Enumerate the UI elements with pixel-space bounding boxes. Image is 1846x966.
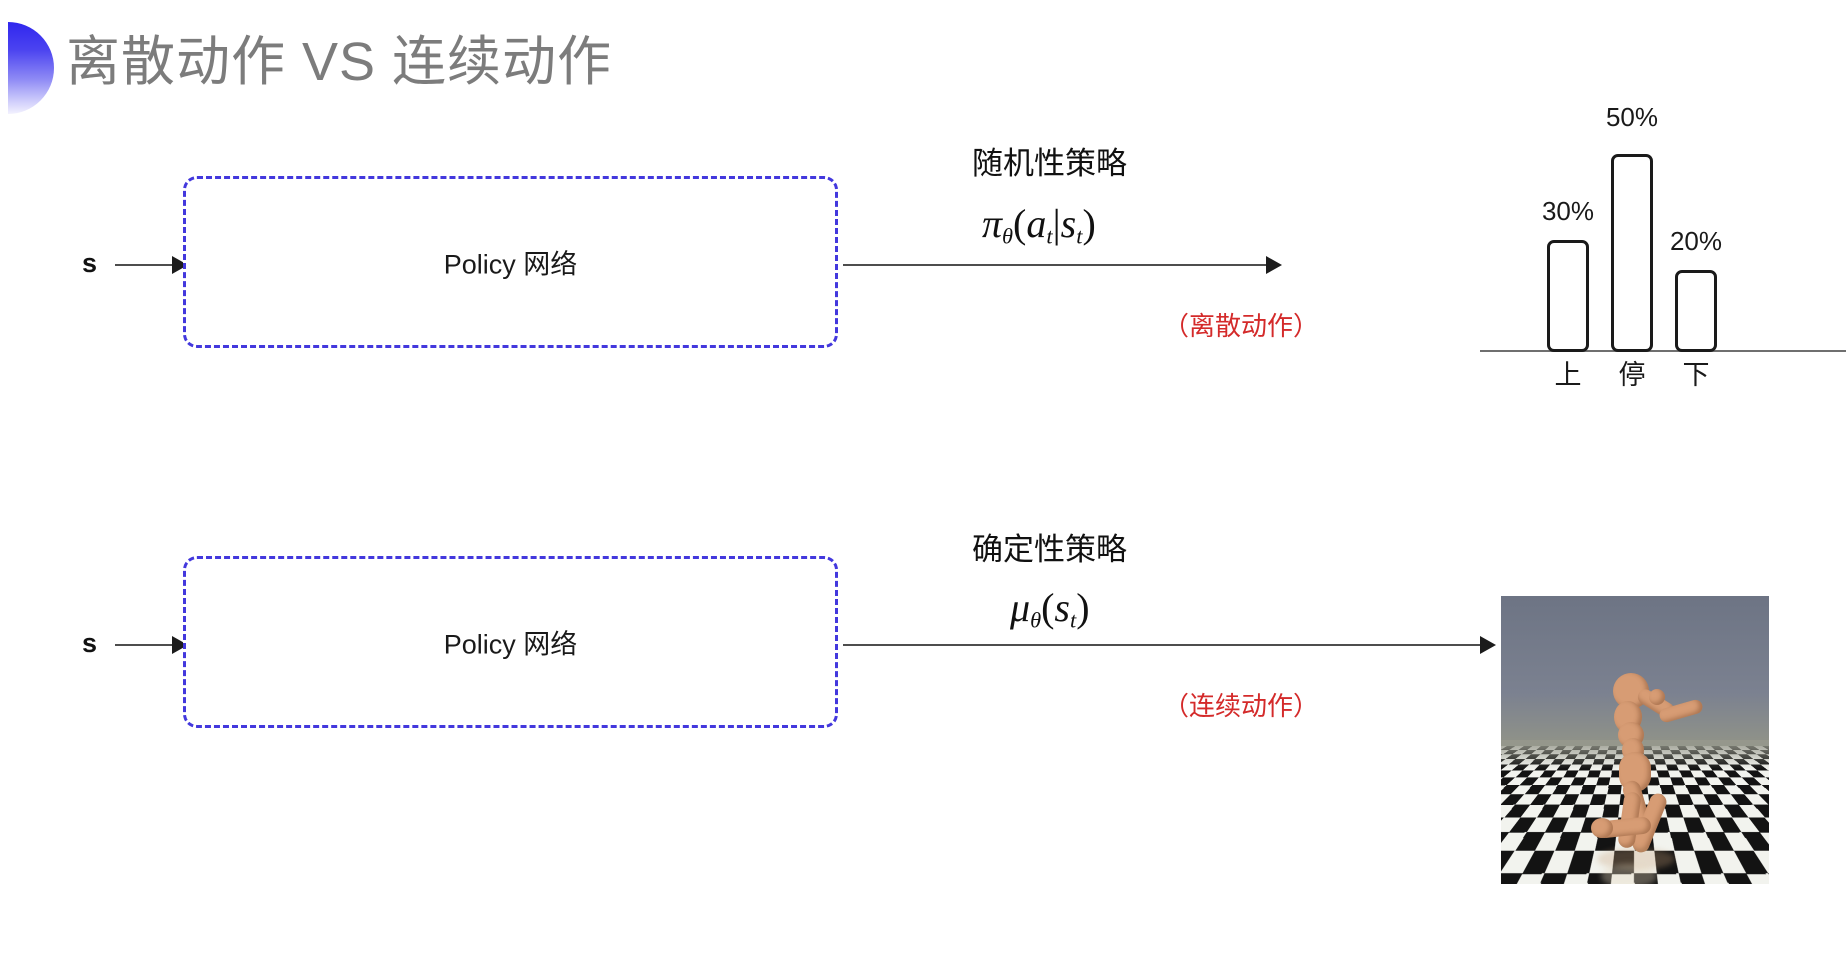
policy-network-box-discrete[interactable]: Policy 网络 xyxy=(183,176,838,348)
bar-tick-down: 下 xyxy=(1652,353,1740,392)
policy-formula-continuous: μθ(st) xyxy=(1010,584,1090,633)
formula-arg2: s xyxy=(1061,201,1077,246)
policy-network-box-continuous[interactable]: Policy 网络 xyxy=(183,556,838,728)
formula-bar: | xyxy=(1053,201,1061,246)
output-arrow-head-continuous xyxy=(1480,636,1496,654)
bar-value-up: 30% xyxy=(1524,196,1612,227)
output-arrow-line-continuous xyxy=(843,644,1488,646)
formula-subscript: θ xyxy=(1002,223,1013,248)
floor-reflection-lower xyxy=(1601,864,1657,884)
policy-title-discrete: 随机性策略 xyxy=(972,138,1127,183)
page-title: 离散动作 VS 连续动作 xyxy=(66,23,612,101)
formula-close-paren: ) xyxy=(1082,201,1095,246)
humanoid-hand xyxy=(1649,689,1665,705)
humanoid-foot xyxy=(1591,818,1613,838)
formula-arg1: a xyxy=(1026,201,1046,246)
policy-formula-discrete: πθ(at|st) xyxy=(982,200,1096,249)
bar-value-stop: 50% xyxy=(1588,102,1676,133)
formula-symbol: π xyxy=(982,201,1002,246)
action-type-note-continuous: （连续动作） xyxy=(1163,686,1319,723)
bar-up[interactable] xyxy=(1547,240,1589,352)
bar-down[interactable] xyxy=(1675,270,1717,352)
input-arrow-line-discrete xyxy=(115,264,177,266)
formula-arg1: s xyxy=(1054,585,1070,630)
input-arrow-line-continuous xyxy=(115,644,177,646)
bar-stop[interactable] xyxy=(1611,154,1653,352)
action-probability-bar-chart: 30% 上 50% 停 20% 下 xyxy=(1480,96,1846,396)
half-circle-gradient-icon xyxy=(8,22,54,114)
state-input-label-continuous: s xyxy=(82,628,97,659)
state-input-label-discrete: s xyxy=(82,248,97,279)
bar-value-down: 20% xyxy=(1652,226,1740,257)
output-arrow-head-discrete xyxy=(1266,256,1282,274)
formula-close-paren: ) xyxy=(1076,585,1089,630)
policy-title-continuous: 确定性策略 xyxy=(972,524,1127,569)
action-type-note-discrete: （离散动作） xyxy=(1163,306,1319,343)
output-arrow-line-discrete xyxy=(843,264,1275,266)
formula-subscript: θ xyxy=(1030,607,1041,632)
policy-network-label-discrete: Policy 网络 xyxy=(186,243,835,282)
chart-baseline xyxy=(1480,350,1846,352)
formula-open-paren: ( xyxy=(1041,585,1054,630)
humanoid-simulation-image xyxy=(1501,596,1769,884)
policy-network-label-continuous: Policy 网络 xyxy=(186,623,835,662)
formula-open-paren: ( xyxy=(1013,201,1026,246)
formula-symbol: μ xyxy=(1010,585,1030,630)
